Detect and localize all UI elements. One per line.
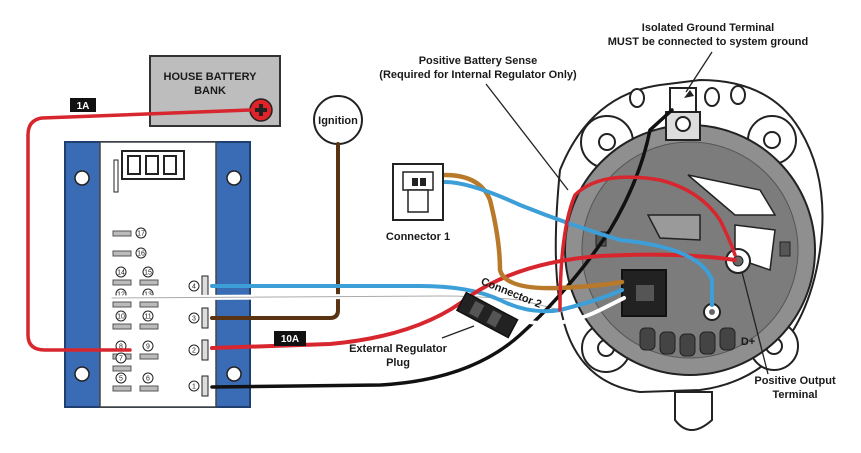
external-regulator-label-line1: External Regulator: [349, 343, 448, 355]
fuse-10a-label: 10A: [281, 334, 299, 345]
regulator-pin-16: 16: [112, 247, 147, 259]
positive-output-label-line1: Positive Output: [754, 375, 836, 387]
regulator-pin-7: 7: [112, 352, 132, 372]
regulator-pin-label: 13: [144, 292, 152, 299]
battery-sense-wire: [26, 108, 252, 352]
regulator-terminal-3: 3: [188, 307, 209, 329]
regulator-pin-11: 11: [139, 310, 159, 330]
regulator-unit: 17 16 14 15 12 13 10 11 8 9 7 5 6 4 3 2 1: [64, 141, 251, 408]
connector1-wire-blue: [443, 180, 714, 307]
regulator-right-terminals: 4 3 2 1: [188, 275, 209, 397]
regulator-terminal-label: 3: [192, 316, 196, 323]
positive-sense-label-line2: (Required for Internal Regulator Only): [379, 69, 577, 81]
regulator-pin-label: 15: [144, 270, 152, 277]
regulator-pin-label: 6: [146, 376, 150, 383]
regulator-terminal-label: 1: [192, 384, 196, 391]
isolated-ground-stud: [669, 87, 697, 115]
regulator-pin-label: 14: [117, 270, 125, 277]
output-wire-red: [210, 252, 737, 350]
regulator-terminal-4: 4: [188, 275, 209, 297]
ignition-wire: [210, 142, 340, 320]
regulator-pin-17: 17: [112, 227, 147, 239]
regulator-pin-label: 16: [137, 251, 145, 258]
regulator-pin-6: 6: [139, 372, 159, 392]
ignition-label: Ignition: [318, 115, 358, 127]
positive-sense-wire: [558, 175, 737, 312]
isolated-ground-label-line2: MUST be connected to system ground: [608, 36, 808, 48]
positive-sense-label-line1: Positive Battery Sense: [419, 55, 538, 67]
regulator-pin-15: 15: [139, 266, 159, 286]
pulley-shaft: [674, 391, 713, 431]
fuse-10a: 10A: [274, 331, 306, 346]
regulator-pin-label: 5: [119, 376, 123, 383]
ignition-switch: Ignition: [313, 95, 363, 145]
wires: [26, 108, 737, 389]
connector-1: [392, 163, 444, 221]
regulator-pin-label: 8: [119, 344, 123, 351]
isolated-ground-label-line1: Isolated Ground Terminal: [642, 22, 774, 34]
fuse-1a: 1A: [70, 98, 96, 112]
regulator-pin-5: 5: [112, 372, 132, 392]
regulator-pin-label: 17: [137, 231, 145, 238]
positive-output-label-line2: Terminal: [772, 389, 817, 401]
regulator-pin-label: 9: [146, 344, 150, 351]
regulator-pin-label: 11: [144, 314, 151, 321]
field-wire-blue: [210, 284, 624, 314]
external-regulator-label-line2: Plug: [386, 357, 410, 369]
regulator-pin-9: 9: [139, 340, 159, 360]
house-battery: HOUSE BATTERY BANK: [149, 55, 281, 127]
connector-1-label: Connector 1: [386, 231, 450, 243]
regulator-pin-label: 7: [119, 356, 123, 363]
house-battery-label-line1: HOUSE BATTERY: [164, 71, 258, 83]
house-battery-label-line2: BANK: [194, 85, 226, 97]
regulator-terminal-2: 2: [188, 339, 209, 361]
regulator-pin-label: 10: [117, 314, 125, 321]
d-plus-label: D+: [741, 336, 755, 348]
regulator-terminal-label: 2: [192, 348, 196, 355]
fuse-1a-label: 1A: [77, 101, 90, 112]
regulator-terminal-1: 1: [188, 375, 209, 397]
regulator-terminal-label: 4: [192, 284, 196, 291]
regulator-pin-label: 12: [117, 292, 125, 299]
regulator-pin-10: 10: [112, 310, 132, 330]
leader-lines: [441, 51, 769, 375]
connector-2-plug: [455, 291, 519, 339]
regulator-pin-14: 14: [112, 266, 132, 286]
